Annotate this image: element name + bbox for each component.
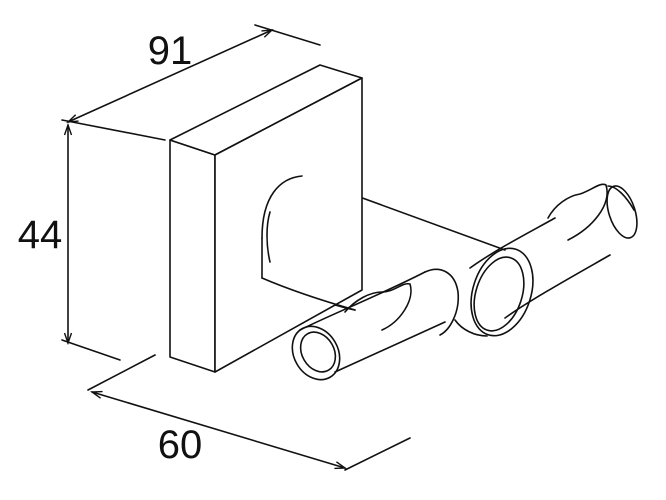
depth-extension-line-left [87,354,156,391]
rear-hook [469,183,638,319]
main-cylinder-front [261,175,356,311]
height-label: 44 [18,213,63,257]
mounting-plate [169,64,363,373]
depth-dimension [87,354,411,471]
width-extension-line-left [61,119,166,141]
depth-label: 60 [158,423,203,467]
front-hook [291,268,460,381]
height-dimension [61,125,121,361]
depth-extension-line-right [344,437,411,471]
height-extension-line-bottom [61,339,121,361]
width-extension-line-right [254,24,321,46]
mounting-plate-side [214,77,363,373]
depth-dimension-line [92,392,345,468]
mounting-plate-face [169,139,216,373]
width-dimension-line [68,30,272,122]
front-hook-end-cap [291,325,341,381]
width-dimension [61,24,321,141]
width-label: 91 [148,29,193,73]
cylinder-end-cap [470,247,534,337]
